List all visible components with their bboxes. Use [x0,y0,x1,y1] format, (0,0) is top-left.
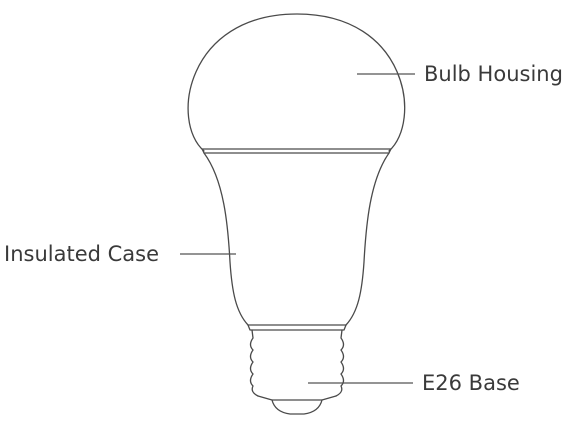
lightbulb [187,13,406,415]
bulb-housing-shape [187,13,406,152]
label-bulb-housing: Bulb Housing [424,62,563,86]
base-thread-right [335,329,345,397]
label-insulated-case: Insulated Case [4,242,159,266]
label-base: E26 Base [422,371,520,395]
case-neck [247,324,347,331]
leader-lines [180,73,415,384]
insulated-case-shape [203,152,390,326]
housing-case-seam [201,148,392,154]
base-thread-left [249,329,259,397]
base-contact [257,395,337,415]
